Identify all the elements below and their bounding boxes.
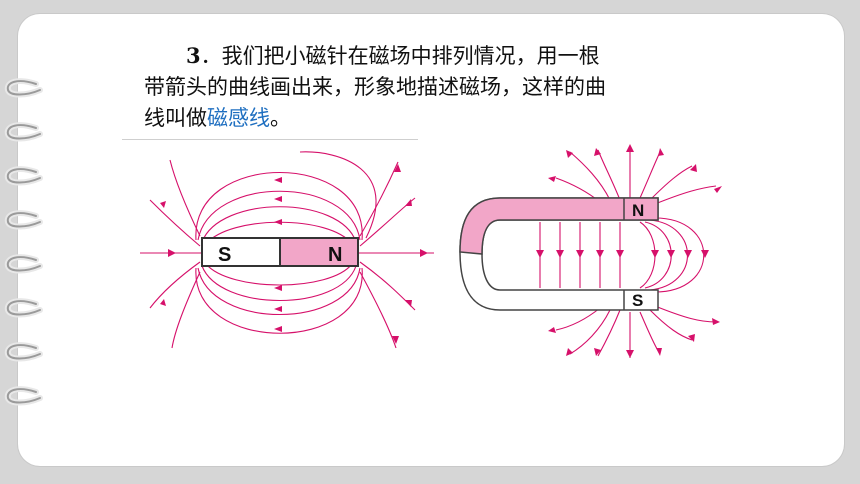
- paragraph-line-1-text: ．我们把小磁针在磁场中排列情况，用一根: [200, 44, 600, 68]
- paragraph-line-2: 带箭头的曲线画出来，形象地描述磁场，这样的曲: [144, 75, 606, 99]
- divider-line: [122, 139, 418, 140]
- bar-field-arrows: [160, 164, 428, 344]
- paragraph-line-1: 3．我们把小磁针在磁场中排列情况，用一根: [144, 40, 724, 72]
- horseshoe-field-arrows: [536, 144, 722, 358]
- bar-magnet-north-half: [279, 237, 359, 267]
- definition-paragraph: 3．我们把小磁针在磁场中排列情况，用一根 带箭头的曲线画出来，形象地描述磁场，这…: [144, 40, 724, 134]
- bar-magnet-n-label: N: [328, 244, 342, 266]
- magnetic-field-line-term: 磁感线: [207, 106, 270, 130]
- horseshoe-north-arm: [459, 197, 659, 255]
- notebook-rings: [4, 78, 43, 406]
- horseshoe-s-label: S: [632, 291, 643, 310]
- paragraph-line-3-prefix: 线叫做: [144, 106, 207, 130]
- bar-magnet-s-label: S: [218, 244, 231, 266]
- paragraph-line-3: 线叫做磁感线。: [144, 103, 724, 134]
- paragraph-number: 3: [186, 43, 201, 68]
- content-card: [18, 14, 844, 466]
- horseshoe-n-label: N: [632, 201, 644, 220]
- paragraph-line-3-suffix: 。: [270, 106, 291, 130]
